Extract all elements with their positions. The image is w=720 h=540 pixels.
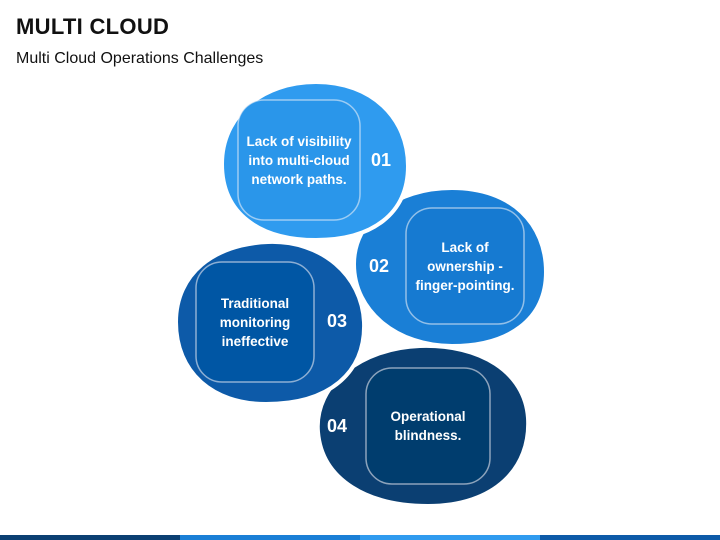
footer-bar-segment	[540, 535, 720, 540]
step-4-text: Operational blindness.	[390, 409, 466, 443]
footer-bar-segment	[360, 535, 540, 540]
step-2-inner-box	[405, 207, 525, 325]
step-2-shape	[351, 185, 549, 349]
step-1-shape	[219, 79, 411, 243]
footer-bar-segment	[0, 535, 180, 540]
step-3-number: 03	[327, 311, 348, 331]
step-3-shape	[173, 239, 367, 407]
page-subtitle: Multi Cloud Operations Challenges	[16, 50, 264, 67]
step-4-shape	[315, 343, 531, 509]
step-1-number: 01	[371, 150, 392, 170]
step-4-number: 04	[327, 416, 348, 436]
step-2-number: 02	[369, 256, 390, 276]
footer-bar-segment	[180, 535, 360, 540]
step-1-inner-box	[237, 99, 361, 221]
step-4-inner-box	[365, 367, 491, 485]
footer-color-bar	[0, 535, 720, 540]
step-2-text: Lack of ownership - finger-pointing.	[415, 239, 515, 293]
step-1-text: Lack of visibility into multi-cloud netw…	[246, 133, 352, 187]
step-3-text: Traditional monitoring ineffective	[219, 295, 291, 349]
step-3-inner-box	[195, 261, 315, 383]
page-title: MULTI CLOUD	[16, 14, 170, 39]
